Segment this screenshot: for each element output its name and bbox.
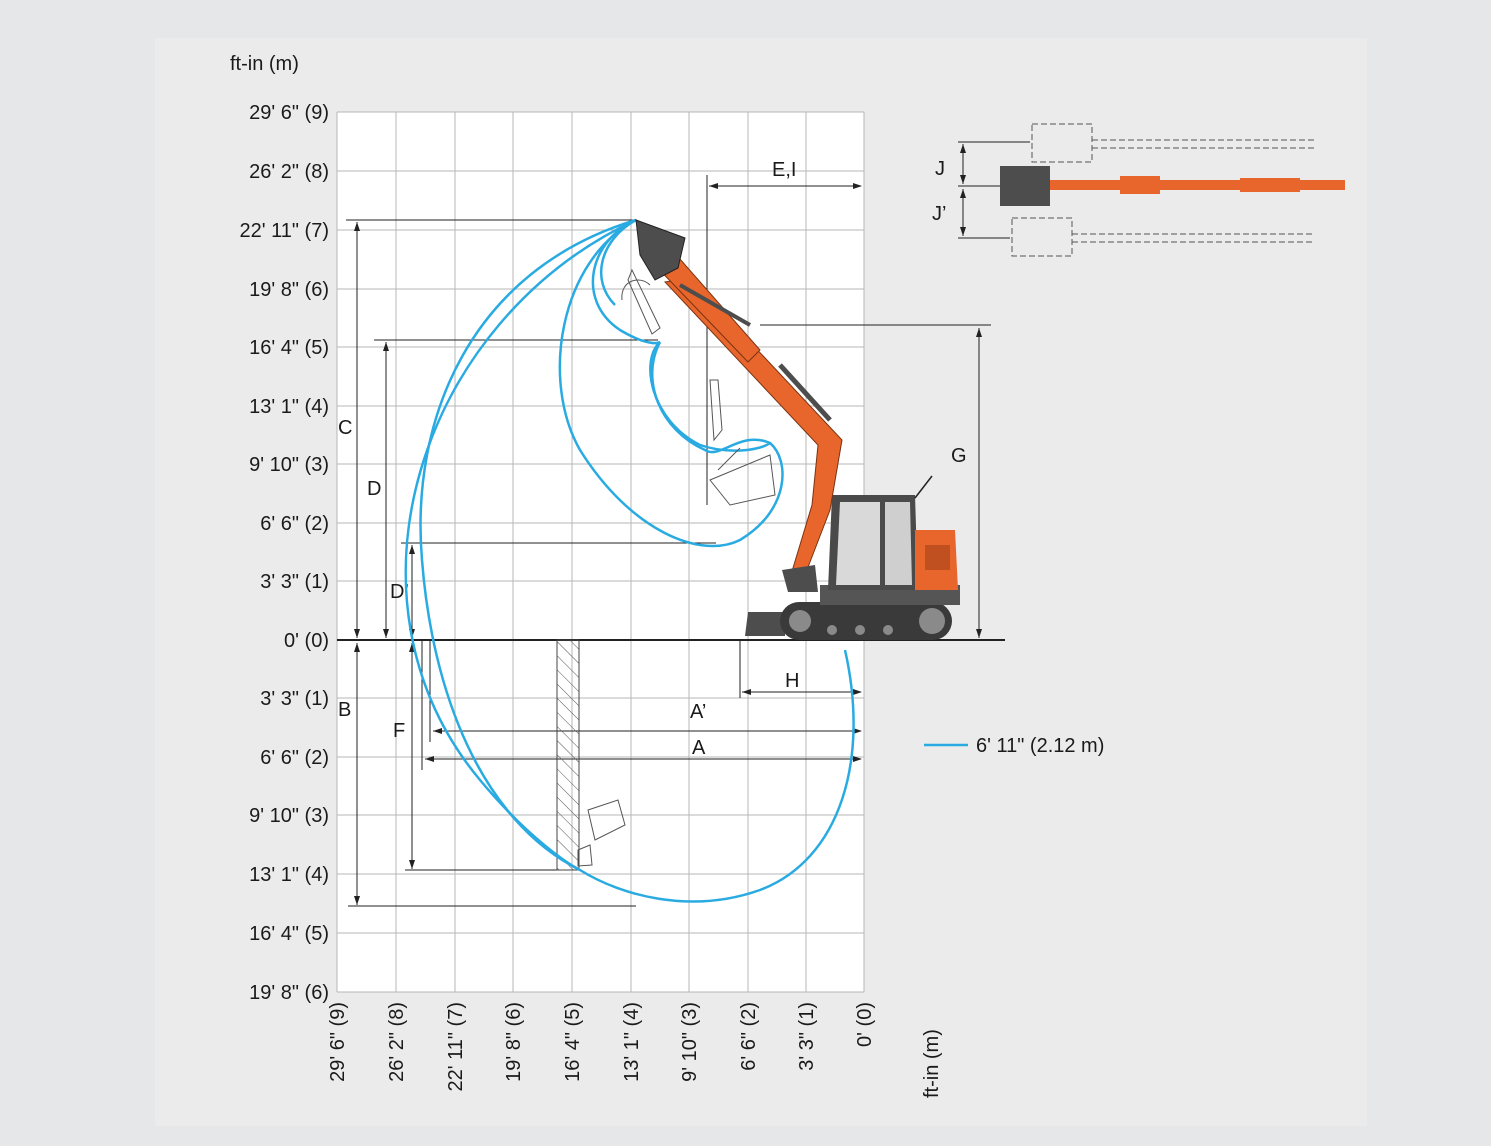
reach-curve-inner-2	[591, 218, 771, 452]
y-tick-label: 0' (0)	[284, 630, 329, 652]
top-view-inset	[1000, 123, 1345, 257]
reach-envelope	[404, 218, 855, 903]
x-axis-unit-label: ft-in (m)	[921, 1029, 943, 1098]
dim-label-d-prime: D’	[390, 581, 409, 603]
excavator-illustration	[635, 219, 960, 640]
y-tick-label: 6' 6" (2)	[260, 747, 329, 769]
dim-label-f: F	[393, 720, 405, 742]
dim-label-j-prime: J’	[932, 203, 946, 225]
plot-area	[337, 112, 864, 992]
y-tick-label: 6' 6" (2)	[260, 513, 329, 535]
reach-curve-inner-3	[599, 218, 637, 306]
dim-label-g: G	[951, 445, 967, 467]
y-tick-label: 3' 3" (1)	[260, 688, 329, 710]
y-axis-unit-label: ft-in (m)	[230, 53, 299, 75]
x-tick-label: 19' 8" (6)	[503, 1002, 525, 1082]
x-tick-label: 16' 4" (5)	[562, 1002, 584, 1082]
y-tick-label: 22' 11" (7)	[240, 220, 329, 242]
y-tick-label: 9' 10" (3)	[249, 454, 329, 476]
dim-label-d: D	[367, 478, 381, 500]
y-tick-label: 3' 3" (1)	[260, 571, 329, 593]
y-tick-label: 16' 4" (5)	[249, 923, 329, 945]
ghost-arm-positions	[577, 268, 776, 867]
crawler-track	[780, 602, 952, 640]
dim-label-a: A	[692, 737, 706, 759]
dozer-blade	[745, 612, 785, 636]
dim-label-e-i: E,I	[772, 159, 796, 181]
cab-window	[836, 502, 880, 585]
y-tick-label: 9' 10" (3)	[249, 805, 329, 827]
y-tick-label: 19' 8" (6)	[249, 982, 329, 1004]
x-tick-label: 3' 3" (1)	[796, 1002, 818, 1071]
dim-label-c: C	[338, 417, 352, 439]
y-tick-label: 16' 4" (5)	[249, 337, 329, 359]
y-tick-label: 13' 1" (4)	[249, 864, 329, 886]
x-tick-label: 6' 6" (2)	[738, 1002, 760, 1071]
x-tick-label: 26' 2" (8)	[386, 1002, 408, 1082]
legend-label: 6' 11" (2.12 m)	[976, 735, 1104, 757]
reach-curve-outer	[419, 218, 855, 903]
dim-label-j: J	[935, 158, 945, 180]
y-tick-labels: 29' 6" (9) 26' 2" (8) 22' 11" (7) 19' 8" (6…	[240, 102, 329, 1004]
top-view-body	[1000, 166, 1050, 206]
y-tick-label: 19' 8" (6)	[249, 279, 329, 301]
x-tick-label: 22' 11" (7)	[445, 1002, 467, 1091]
y-tick-label: 13' 1" (4)	[249, 396, 329, 418]
trench-wall	[556, 639, 580, 871]
top-view-boom	[1050, 180, 1345, 190]
dimension-lines	[346, 141, 1030, 907]
y-tick-label: 29' 6" (9)	[249, 102, 329, 124]
dim-label-b: B	[338, 699, 351, 721]
reach-curve-inner-1	[558, 218, 784, 548]
x-tick-labels: 29' 6" (9) 26' 2" (8) 22' 11" (7) 19' 8" (6…	[327, 1002, 876, 1091]
bucket	[635, 219, 686, 281]
x-tick-label: 29' 6" (9)	[327, 1002, 349, 1082]
x-tick-label: 13' 1" (4)	[621, 1002, 643, 1082]
dim-label-h: H	[785, 670, 799, 692]
reach-curve-large	[404, 218, 637, 872]
x-tick-label: 0' (0)	[854, 1002, 876, 1047]
x-tick-label: 9' 10" (3)	[679, 1002, 701, 1082]
dim-label-a-prime: A’	[690, 701, 706, 723]
y-tick-label: 26' 2" (8)	[249, 161, 329, 183]
